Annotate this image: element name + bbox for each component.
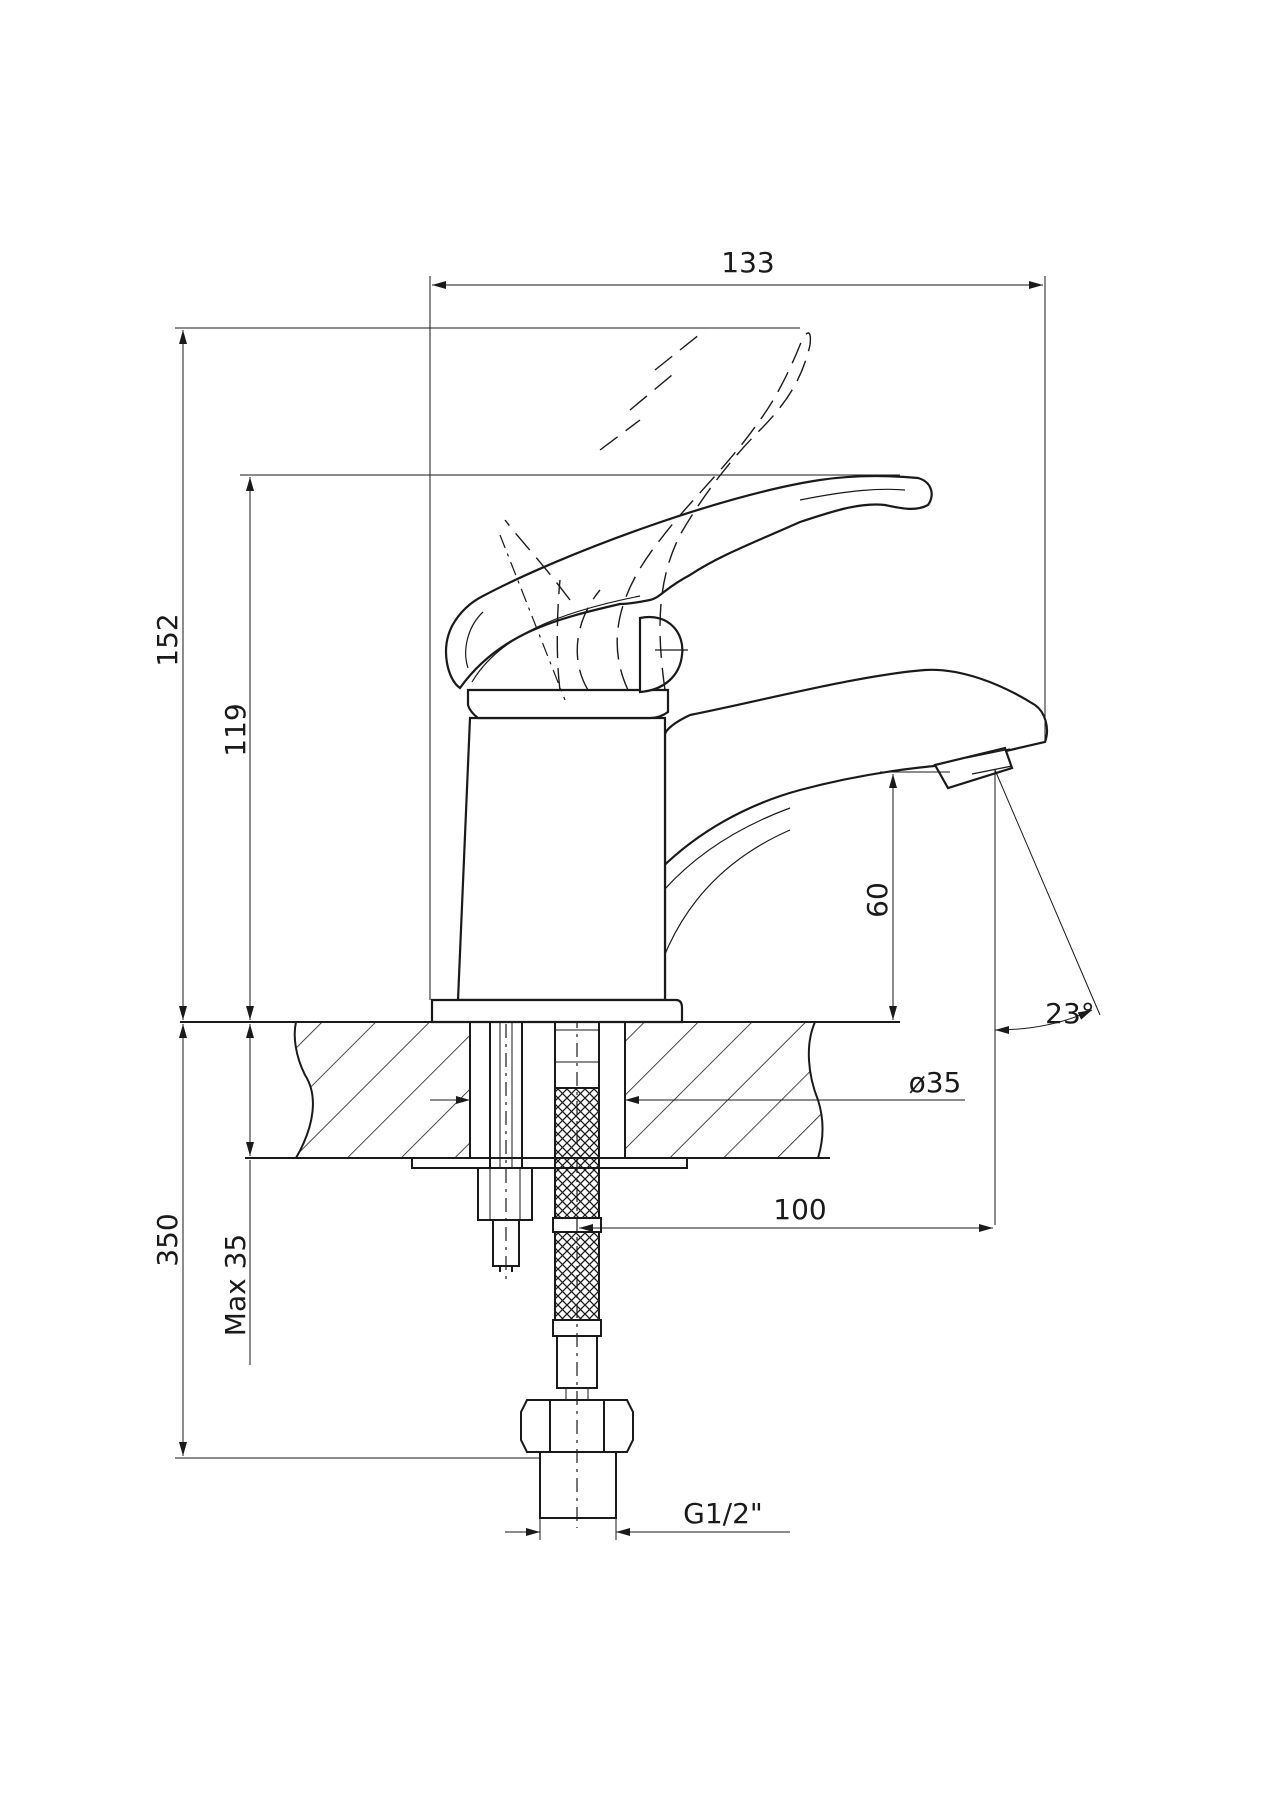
- label-total-width: 133: [721, 246, 774, 279]
- dimension-hole-diameter: ø35: [430, 1066, 965, 1104]
- label-spout-angle: 23°: [1045, 997, 1095, 1030]
- lever-axis-line: [499, 534, 566, 701]
- label-spout-clearance: 60: [861, 882, 894, 918]
- cartridge-cap: [466, 688, 670, 720]
- dimension-body-height: 119: [219, 474, 900, 1020]
- spout-outline: [583, 668, 1049, 1002]
- dimension-spout-clearance: 60: [861, 771, 950, 1020]
- countertop-section: [180, 1021, 900, 1169]
- aerator: [933, 746, 1014, 790]
- lever-handle: [444, 474, 933, 690]
- lever-raised-ghost: [504, 329, 812, 691]
- dimension-total-width: 133: [429, 246, 1046, 1000]
- label-hose-length: 350: [151, 1213, 184, 1266]
- label-hole-diameter: ø35: [909, 1066, 962, 1099]
- dimension-max-deck: Max 35: [219, 1024, 254, 1365]
- countertop-hatched-slab-right: [624, 1021, 824, 1159]
- dimension-spout-angle: 23°: [994, 769, 1101, 1225]
- dimension-spout-reach: 100: [579, 1193, 993, 1232]
- base-collar: [430, 998, 684, 1024]
- label-thread: G1/2": [683, 1497, 763, 1530]
- faucet-column: [456, 716, 667, 1002]
- label-body-height: 119: [219, 703, 252, 756]
- countertop-hatched-slab: [293, 1021, 471, 1159]
- label-total-height: 152: [151, 613, 184, 666]
- dimension-hose-length: 350: [151, 1024, 540, 1459]
- dimension-thread: G1/2": [505, 1497, 790, 1540]
- label-max-deck: Max 35: [219, 1234, 252, 1336]
- label-spout-reach: 100: [773, 1193, 826, 1226]
- mounting-stud: [477, 1007, 533, 1272]
- faucet-body: [430, 474, 1049, 1024]
- dimension-total-height: 152: [151, 327, 800, 1020]
